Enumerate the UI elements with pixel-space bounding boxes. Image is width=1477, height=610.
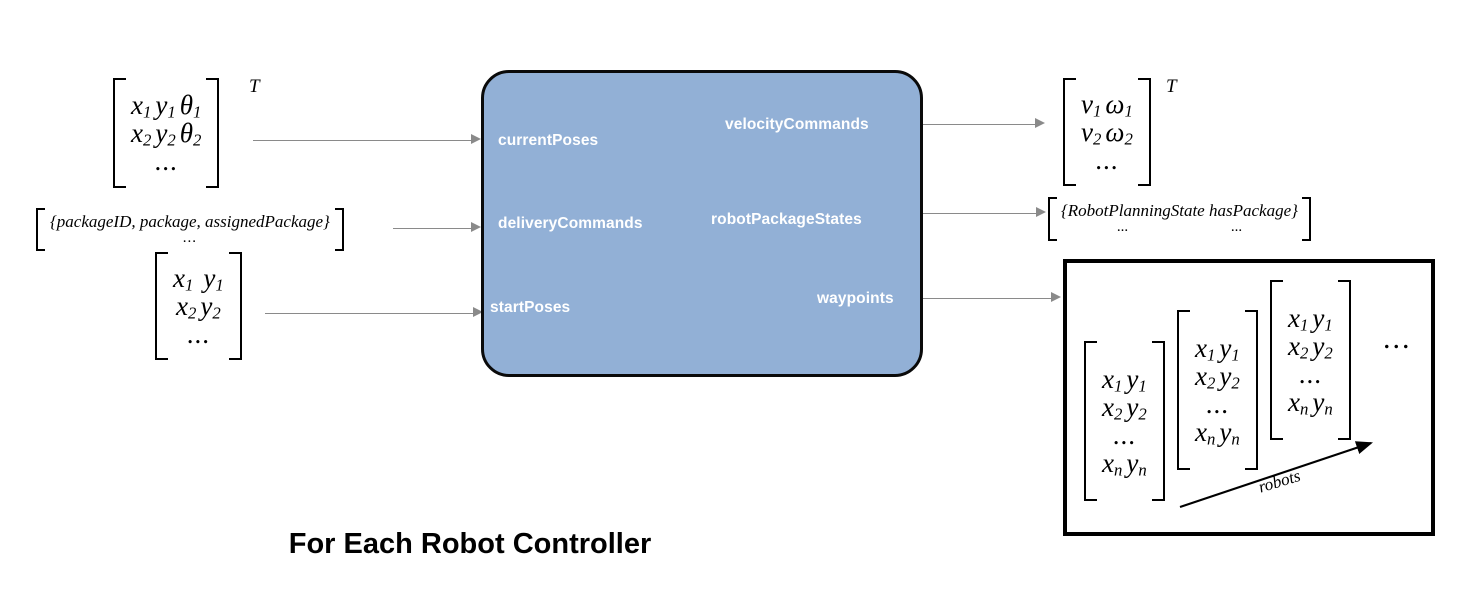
matrix-ellipsis-row: ... <box>182 229 198 246</box>
waypoints-matrix-3: x1 y1 x2 y2 ... xn yn <box>1270 280 1351 440</box>
bracket-right <box>1337 280 1351 440</box>
bracket-right <box>228 252 242 360</box>
arrow-head-waypoints <box>1051 292 1061 302</box>
transpose-superscript-current-poses: T <box>249 76 260 97</box>
arrow-line-start-poses <box>265 313 473 314</box>
arrow-head-delivery-commands <box>471 222 481 232</box>
bracket-right <box>1244 310 1258 470</box>
input-matrix-delivery-commands: {packageID, package, assignedPackage} ..… <box>36 208 344 251</box>
matrix-row: v2 ω2 <box>1081 116 1133 149</box>
arrow-line-waypoints <box>923 298 1051 299</box>
matrix-row: xn yn <box>1102 448 1147 480</box>
matrix-ellipsis-row: ... <box>1205 389 1229 419</box>
matrix-row: x2 y2 θ2 <box>131 117 202 150</box>
input-matrix-start-poses: x1 y1 x2 y2 ... <box>155 252 242 360</box>
matrix-row: v1 ω1 <box>1081 88 1133 121</box>
matrix-ellipsis-row: ... <box>1298 359 1322 389</box>
port-label-robot-package-states: robotPackageStates <box>711 211 862 228</box>
matrix-row: {RobotPlanningState hasPackage} <box>1059 202 1300 220</box>
matrix-row: x2 y2 <box>176 290 221 323</box>
matrix-row: x1 y1 <box>1288 302 1333 335</box>
diagram-caption: For Each Robot Controller <box>288 528 652 560</box>
arrow-head-velocity-commands <box>1035 118 1045 128</box>
output-matrix-robot-package-states: {RobotPlanningState hasPackage} ... ... <box>1048 197 1311 241</box>
robots-axis-arrow <box>1179 441 1373 508</box>
bracket-right <box>1301 197 1311 241</box>
matrix-ellipsis-row: ... <box>1095 145 1119 176</box>
matrix-row: x2 y2 <box>1102 391 1147 424</box>
matrix-row: x1 y1 <box>173 262 224 295</box>
bracket-left <box>1084 341 1097 501</box>
port-label-start-poses: startPoses <box>490 299 571 316</box>
bracket-left <box>1048 197 1057 241</box>
matrix-row: xn yn <box>1195 417 1240 449</box>
robot-package-states-body: {RobotPlanningState hasPackage} <box>1061 201 1298 221</box>
bracket-left <box>155 252 168 360</box>
transpose-superscript-velocity-commands: T <box>1166 76 1177 97</box>
bracket-left <box>1177 310 1190 470</box>
waypoints-matrix-1: x1 y1 x2 y2 ... xn yn <box>1084 341 1165 501</box>
bracket-left <box>1270 280 1283 440</box>
matrix-row: x1 y1 θ1 <box>131 89 202 122</box>
port-label-current-poses: currentPoses <box>498 132 599 149</box>
arrow-head-robot-package-states <box>1036 207 1046 217</box>
bracket-left <box>36 208 45 251</box>
input-matrix-current-poses: x1 y1 θ1 x2 y2 θ2 ... <box>113 78 220 188</box>
bracket-right <box>206 78 220 188</box>
arrow-head-start-poses <box>473 307 483 317</box>
matrix-ellipsis-row: ... <box>186 319 210 350</box>
port-label-delivery-commands: deliveryCommands <box>498 215 643 232</box>
bracket-left <box>1063 78 1076 186</box>
bracket-left <box>113 78 126 188</box>
bracket-right <box>1151 341 1165 501</box>
matrix-row: xn yn <box>1288 387 1333 419</box>
arrow-head-current-poses <box>471 134 481 144</box>
matrix-ellipsis-row: ... <box>1112 420 1136 450</box>
matrix-ellipsis-row: ... <box>154 146 178 177</box>
arrow-line-velocity-commands <box>923 124 1035 125</box>
matrix-row: x2 y2 <box>1288 330 1333 363</box>
waypoints-matrix-2: x1 y1 x2 y2 ... xn yn <box>1177 310 1258 470</box>
output-matrix-velocity-commands: v1 ω1 v2 ω2 ... <box>1063 78 1151 186</box>
waypoints-trailing-dots: ... <box>1383 322 1412 355</box>
arrow-line-current-poses <box>253 140 471 141</box>
robot-controller-block[interactable] <box>481 70 923 377</box>
bracket-right <box>334 208 344 251</box>
matrix-row: x2 y2 <box>1195 360 1240 393</box>
port-label-waypoints: waypoints <box>817 290 894 307</box>
bracket-right <box>1137 78 1151 186</box>
matrix-row: x1 y1 <box>1102 363 1147 396</box>
arrow-line-robot-package-states <box>923 213 1036 214</box>
matrix-ellipsis-row: ... ... <box>1116 219 1243 236</box>
matrix-row: x1 y1 <box>1195 332 1240 365</box>
arrow-line-delivery-commands <box>393 228 471 229</box>
delivery-commands-body: {packageID, package, assignedPackage} <box>50 211 330 231</box>
matrix-row: {packageID, package, assignedPackage} <box>48 213 332 231</box>
port-label-velocity-commands: velocityCommands <box>725 116 869 133</box>
